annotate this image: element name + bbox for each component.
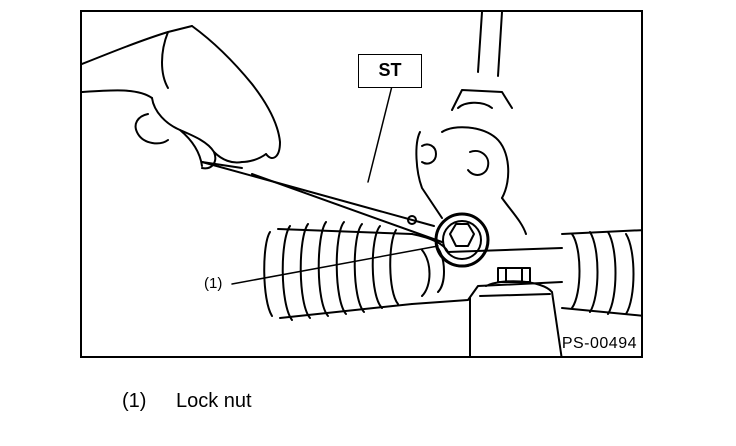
callout-leader-line [231,245,439,285]
gear-housing [415,12,563,356]
wrench-tool [201,161,443,243]
figure-id: PS-00494 [561,335,637,352]
boot-bellows-left [263,221,413,321]
lock-nut-illustration [434,212,490,268]
legend: (1) Lock nut [122,390,252,412]
tool-leader-line [367,85,393,183]
callout-number: (1) [204,275,223,292]
legend-item-label: Lock nut [176,390,252,412]
special-tool-label: ST [358,54,422,88]
figure-frame: ST (1) PS-00494 [80,10,643,358]
boot-bellows-right [561,229,641,317]
hand-illustration [82,25,281,170]
steering-rack-illustration [82,12,641,356]
legend-item-number: (1) [122,390,147,412]
